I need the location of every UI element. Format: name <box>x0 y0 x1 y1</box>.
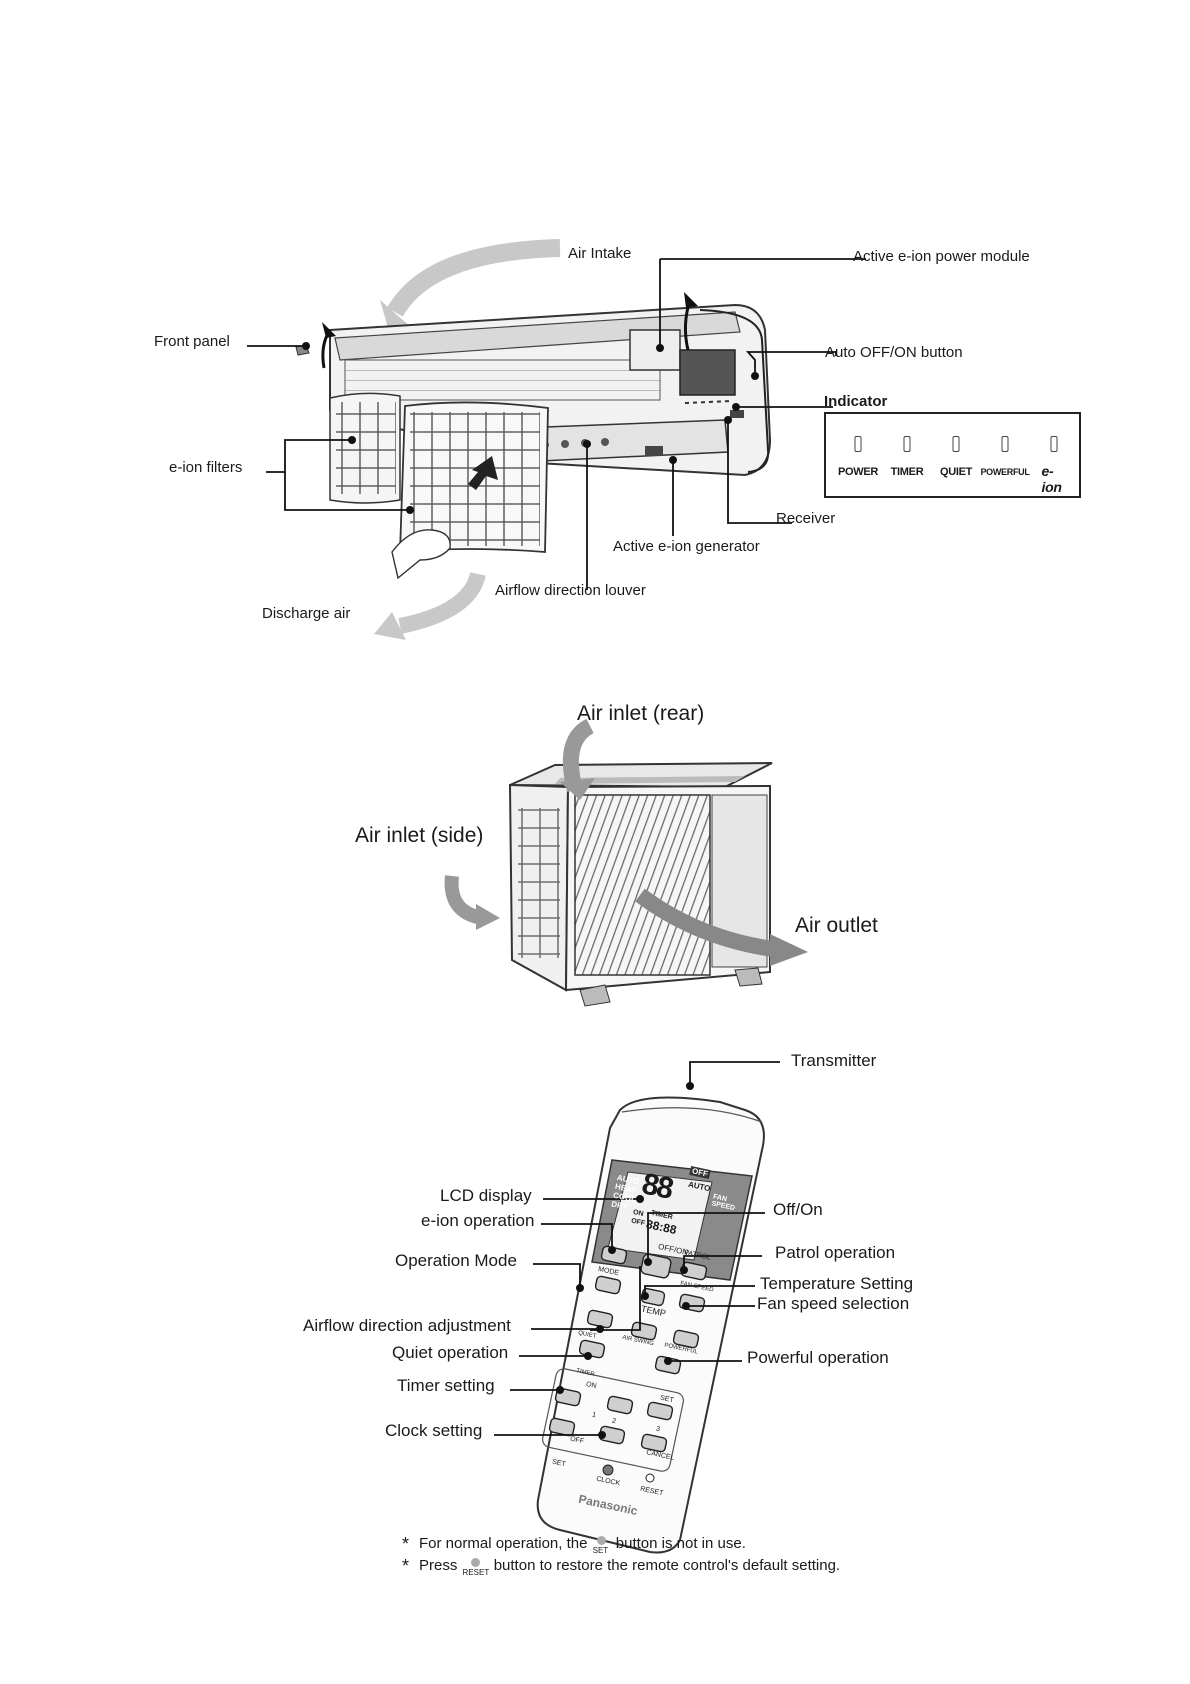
note1-after: button is not in use. <box>615 1535 746 1552</box>
indicator-timer: TIMER <box>890 466 924 478</box>
label-airflow-direction-louver: Airflow direction louver <box>495 582 646 599</box>
remote-control-drawing <box>536 1096 765 1554</box>
label-temperature-setting: Temperature Setting <box>760 1274 914 1293</box>
label-eion-operation: e-ion operation <box>421 1211 535 1230</box>
label-front-panel: Front panel <box>154 333 230 350</box>
indicator-eion: e-ion <box>1041 463 1062 495</box>
label-air-outlet: Air outlet <box>795 914 878 937</box>
label-airflow-direction-adjustment: Airflow direction adjustment <box>303 1316 511 1335</box>
label-lcd-display: LCD display <box>440 1186 532 1205</box>
label-eion-filters: e-ion filters <box>169 459 243 476</box>
label-off-on: Off/On <box>773 1200 823 1219</box>
indicator-power: POWER <box>837 466 879 478</box>
indicator-quiet: QUIET <box>939 466 973 478</box>
label-discharge-air: Discharge air <box>262 605 351 622</box>
note2-before: Press <box>419 1557 458 1574</box>
note1-icon-label: SET <box>592 1546 609 1555</box>
label-air-inlet-side: Air inlet (side) <box>355 824 484 847</box>
label-indicator: Indicator <box>824 393 888 410</box>
label-operation-mode: Operation Mode <box>395 1251 517 1270</box>
quiet-lamp-icon <box>952 436 960 452</box>
note-star-2: * <box>402 1556 410 1576</box>
powerful-lamp-icon <box>1001 436 1009 452</box>
note-reset-button: * Press RESET button to restore the remot… <box>402 1556 840 1577</box>
note2-after: button to restore the remote control's d… <box>493 1557 841 1574</box>
eion-lamp-icon <box>1050 436 1058 452</box>
indicator-panel: POWER TIMER QUIET POWERFUL e-ion <box>824 412 1081 498</box>
label-active-eion-generator: Active e-ion generator <box>613 538 760 555</box>
set-button-icon: SET <box>592 1536 612 1555</box>
note2-icon-label: RESET <box>462 1568 490 1577</box>
note-set-button: * For normal operation, the SET button is… <box>402 1534 746 1555</box>
power-lamp-icon <box>854 436 862 452</box>
indicator-powerful: POWERFUL <box>980 467 1030 477</box>
label-quiet-operation: Quiet operation <box>392 1343 509 1362</box>
label-transmitter: Transmitter <box>791 1051 877 1070</box>
label-fan-speed-selection: Fan speed selection <box>757 1294 910 1313</box>
label-timer-setting: Timer setting <box>397 1376 495 1395</box>
label-active-eion-power-module: Active e-ion power module <box>853 248 1030 265</box>
label-auto-off-on-button: Auto OFF/ON button <box>825 344 963 361</box>
indoor-leader-lines <box>247 258 866 590</box>
label-receiver: Receiver <box>776 510 836 527</box>
label-patrol-operation: Patrol operation <box>775 1243 896 1262</box>
note1-before: For normal operation, the <box>419 1535 588 1552</box>
reset-button-icon: RESET <box>462 1558 490 1577</box>
label-clock-setting: Clock setting <box>385 1421 483 1440</box>
note-star-1: * <box>402 1534 410 1554</box>
outdoor-unit-drawing <box>444 718 808 1007</box>
label-air-intake: Air Intake <box>568 245 632 262</box>
timer-lamp-icon <box>903 436 911 452</box>
label-powerful-operation: Powerful operation <box>747 1348 889 1367</box>
label-air-inlet-rear: Air inlet (rear) <box>577 702 705 725</box>
